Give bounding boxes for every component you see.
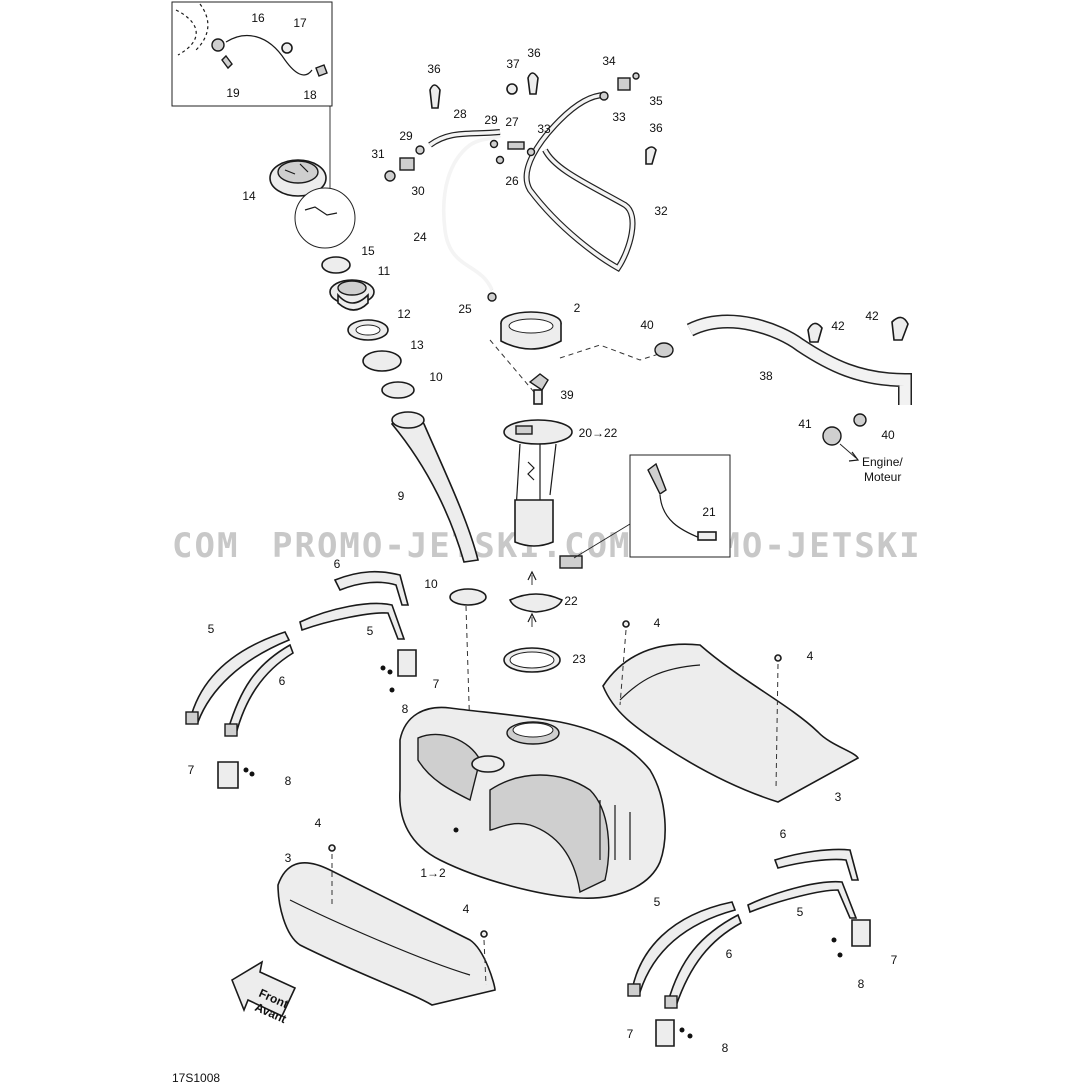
callout-26-18: 26 (505, 174, 519, 188)
callout-3-52: 3 (835, 790, 842, 804)
callout-1-2-55: 1→2 (420, 866, 446, 880)
lock-ring (500, 311, 562, 350)
callout-40-36: 40 (881, 428, 895, 442)
callout-8-62: 8 (858, 977, 865, 991)
watermark-text-left: COM (172, 526, 239, 566)
callout-8-51: 8 (285, 774, 292, 788)
engine-label: Engine/ (862, 455, 903, 469)
callout-25-24: 25 (458, 302, 472, 316)
callout-28-10: 28 (453, 107, 467, 121)
fuel-outlet-fitting (528, 373, 549, 391)
callout-24-21: 24 (413, 230, 427, 244)
callout-19-2: 19 (226, 86, 240, 100)
check-valve (399, 157, 415, 171)
callout-6-47: 6 (279, 674, 286, 688)
callout-6-39: 6 (334, 557, 341, 571)
callout-5-44: 5 (367, 624, 374, 638)
callout-20-22-35: 20→22 (579, 426, 618, 440)
moteur-label: Moteur (864, 470, 901, 484)
callout-11-23: 11 (378, 264, 391, 278)
bracket-7-left (217, 761, 239, 789)
skid-plate-left (277, 861, 496, 1006)
callout-42-28: 42 (831, 319, 845, 333)
callout-3-56: 3 (285, 851, 292, 865)
callout-29-15: 29 (399, 129, 413, 143)
callout-34-7: 34 (602, 54, 616, 68)
hose-clamp (449, 588, 487, 606)
callout-42-29: 42 (865, 309, 879, 323)
callout-8-49: 8 (402, 702, 409, 716)
fuel-cap (269, 159, 327, 197)
callout-8-64: 8 (722, 1041, 729, 1055)
callout-22-41: 22 (564, 594, 578, 608)
strap-5-left (189, 631, 291, 723)
callout-5-43: 5 (208, 622, 215, 636)
callout-7-50: 7 (188, 763, 195, 777)
callout-7-61: 7 (891, 953, 898, 967)
callout-10-40: 10 (424, 577, 438, 591)
callout-33-13: 33 (537, 122, 551, 136)
fuel-tank (399, 706, 666, 899)
bracket-7-bottom (655, 1019, 675, 1047)
strap-6-upper (333, 570, 410, 606)
callout-21-38: 21 (702, 505, 716, 519)
callout-36-6: 36 (527, 46, 541, 60)
callout-7-48: 7 (433, 677, 440, 691)
callout-36-14: 36 (649, 121, 663, 135)
callout-30-17: 30 (411, 184, 425, 198)
callout-5-57: 5 (654, 895, 661, 909)
callout-2-25: 2 (574, 301, 581, 315)
supply-hose (686, 314, 912, 405)
cap-tether-inset (171, 1, 333, 107)
bracket-7-upper (397, 649, 417, 677)
callout-6-54: 6 (780, 827, 787, 841)
callout-31-16: 31 (371, 147, 385, 161)
callout-16-0: 16 (251, 11, 265, 25)
callout-36-4: 36 (427, 62, 441, 76)
callout-4-42: 4 (654, 616, 661, 630)
callout-41-34: 41 (798, 417, 812, 431)
callout-9-37: 9 (398, 489, 405, 503)
callout-32-19: 32 (654, 204, 668, 218)
callout-13-30: 13 (410, 338, 424, 352)
level-sender-inset (629, 454, 731, 558)
callout-33-9: 33 (612, 110, 626, 124)
front-direction-arrow: Front Avant (231, 960, 297, 1026)
callout-29-11: 29 (484, 113, 498, 127)
strap-5-right-lower (631, 901, 737, 993)
callout-17-1: 17 (293, 16, 307, 30)
callout-38-31: 38 (759, 369, 773, 383)
callout-5-59: 5 (797, 905, 804, 919)
callout-40-27: 40 (640, 318, 654, 332)
tether-detail-circle (294, 187, 356, 249)
filler-neck-stack (321, 256, 415, 399)
fuel-pump-module (503, 419, 583, 569)
callout-4-53: 4 (315, 816, 322, 830)
quick-connect-41 (822, 426, 842, 446)
callout-15-22: 15 (361, 244, 375, 258)
callout-10-32: 10 (429, 370, 443, 384)
callout-35-8: 35 (649, 94, 663, 108)
callout-27-12: 27 (505, 115, 519, 129)
drawing-id: 17S1008 (172, 1071, 220, 1085)
callout-18-3: 18 (303, 88, 317, 102)
callout-4-58: 4 (463, 902, 470, 916)
strap-6-right-upper (773, 848, 860, 881)
callout-14-20: 14 (242, 189, 256, 203)
skid-plate-right (602, 643, 860, 803)
callout-39-33: 39 (560, 388, 574, 402)
callout-23-46: 23 (572, 652, 586, 666)
pump-gasket (508, 593, 564, 613)
callout-6-60: 6 (726, 947, 733, 961)
strap-5-right-upper (747, 880, 858, 919)
callout-37-5: 37 (506, 57, 520, 71)
bracket-7-right (851, 919, 871, 947)
callout-4-45: 4 (807, 649, 814, 663)
callout-12-26: 12 (397, 307, 411, 321)
strap-5-upper (299, 602, 406, 640)
callout-7-63: 7 (627, 1027, 634, 1041)
